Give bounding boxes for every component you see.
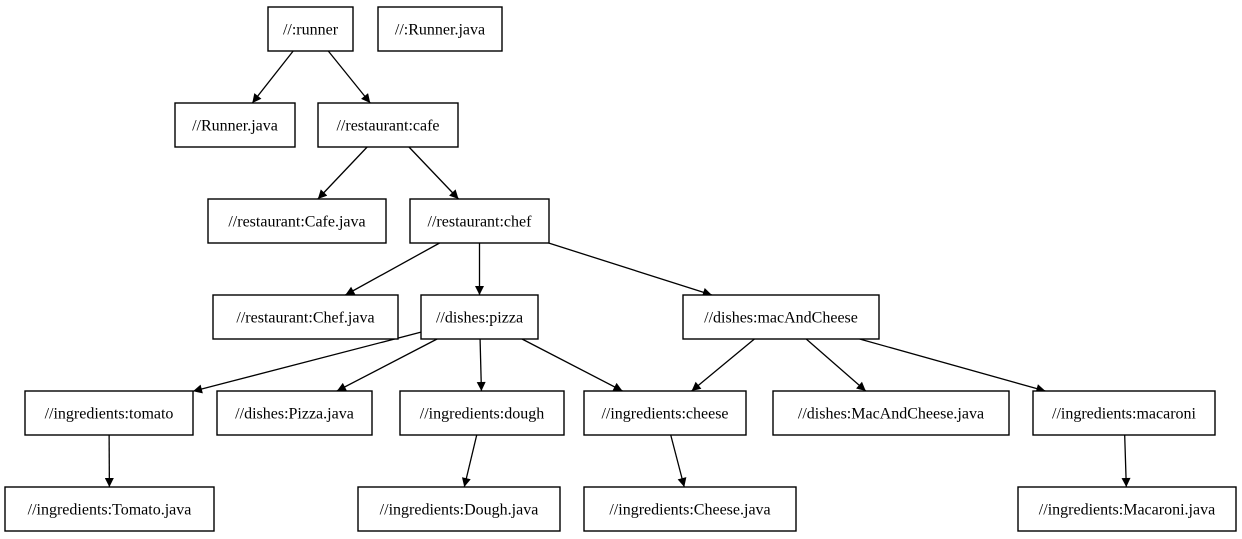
- graph-edge-macaroni-to-macaroni_java: [1121, 434, 1131, 488]
- graph-node-box-macaroni_java: [1017, 486, 1237, 532]
- graph-node-runner_java_top: //:Runner.java: [377, 6, 503, 52]
- graph-edge-pizza-to-cheese: [521, 338, 623, 392]
- graph-node-box-mac_java: [772, 390, 1010, 436]
- graph-edge-pizza-to-tomato: [192, 331, 422, 394]
- graph-node-box-runner_java: [174, 102, 296, 148]
- edges-layer: [104, 50, 1131, 488]
- graph-edge-mac_and_cheese-to-macaroni: [859, 338, 1046, 393]
- graph-node-label-runner_java: //Runner.java: [192, 118, 278, 135]
- graph-node-label-mac_and_cheese: //dishes:macAndCheese: [704, 310, 858, 327]
- graph-node-dough_java: //ingredients:Dough.java: [357, 486, 561, 532]
- graph-node-box-runner: [267, 6, 354, 52]
- graph-edge-pizza-to-pizza_java: [336, 338, 438, 392]
- graph-node-mac_and_cheese: //dishes:macAndCheese: [682, 294, 880, 340]
- graph-node-label-chef_java: //restaurant:Chef.java: [236, 310, 374, 327]
- graph-edge-mac_and_cheese-to-cheese: [691, 338, 755, 392]
- graph-node-label-cafe: //restaurant:cafe: [336, 118, 439, 135]
- graph-node-label-cheese: //ingredients:cheese: [601, 406, 728, 423]
- graph-node-label-mac_java: //dishes:MacAndCheese.java: [798, 406, 984, 423]
- graph-node-box-tomato: [24, 390, 194, 436]
- graph-node-dough: //ingredients:dough: [399, 390, 565, 436]
- graph-node-cheese: //ingredients:cheese: [583, 390, 747, 436]
- graph-node-box-dough_java: [357, 486, 561, 532]
- graph-node-box-cafe_java: [207, 198, 387, 244]
- graph-node-label-chef: //restaurant:chef: [428, 214, 533, 231]
- graph-node-cafe_java: //restaurant:Cafe.java: [207, 198, 387, 244]
- graph-edge-cafe-to-cafe_java: [317, 146, 368, 200]
- graph-node-pizza_java: //dishes:Pizza.java: [216, 390, 373, 436]
- graph-node-label-macaroni_java: //ingredients:Macaroni.java: [1039, 502, 1215, 519]
- graph-node-box-chef: [409, 198, 550, 244]
- graph-edge-runner-to-runner_java: [251, 50, 294, 104]
- graph-node-label-dough_java: //ingredients:Dough.java: [380, 502, 539, 519]
- graph-node-box-cafe: [317, 102, 459, 148]
- graph-node-chef_java: //restaurant:Chef.java: [212, 294, 399, 340]
- graph-node-box-macaroni: [1032, 390, 1216, 436]
- graph-node-runner_java: //Runner.java: [174, 102, 296, 148]
- graph-node-chef: //restaurant:chef: [409, 198, 550, 244]
- graph-edge-chef-to-chef_java: [345, 242, 440, 296]
- graph-node-label-cafe_java: //restaurant:Cafe.java: [228, 214, 365, 231]
- graph-node-box-tomato_java: [4, 486, 215, 532]
- graph-node-label-pizza: //dishes:pizza: [436, 310, 523, 327]
- graph-node-box-pizza: [420, 294, 539, 340]
- graph-node-box-runner_java_top: [377, 6, 503, 52]
- graph-node-cheese_java: //ingredients:Cheese.java: [583, 486, 797, 532]
- graph-node-box-pizza_java: [216, 390, 373, 436]
- graph-node-box-dough: [399, 390, 565, 436]
- graph-edge-runner-to-cafe: [327, 50, 371, 104]
- graph-node-macaroni_java: //ingredients:Macaroni.java: [1017, 486, 1237, 532]
- graph-node-label-runner_java_top: //:Runner.java: [395, 22, 485, 39]
- graph-edge-cheese-to-cheese_java: [670, 434, 687, 488]
- graph-node-runner: //:runner: [267, 6, 354, 52]
- graph-edge-chef-to-mac_and_cheese: [548, 242, 713, 297]
- graph-node-label-dough: //ingredients:dough: [420, 406, 544, 423]
- graph-node-mac_java: //dishes:MacAndCheese.java: [772, 390, 1010, 436]
- graph-node-box-chef_java: [212, 294, 399, 340]
- graph-node-label-cheese_java: //ingredients:Cheese.java: [609, 502, 770, 519]
- graph-edge-cafe-to-chef: [408, 146, 460, 200]
- graph-node-label-pizza_java: //dishes:Pizza.java: [235, 406, 354, 423]
- graph-edge-dough-to-dough_java: [461, 434, 478, 488]
- graph-node-label-macaroni: //ingredients:macaroni: [1052, 406, 1197, 423]
- graph-node-label-tomato_java: //ingredients:Tomato.java: [28, 502, 192, 519]
- graph-edge-pizza-to-dough: [476, 338, 486, 392]
- graph-node-tomato_java: //ingredients:Tomato.java: [4, 486, 215, 532]
- graph-node-pizza: //dishes:pizza: [420, 294, 539, 340]
- nodes-layer: //:runner //:Runner.java //Runner.java //re…: [4, 6, 1237, 532]
- graph-node-box-mac_and_cheese: [682, 294, 880, 340]
- graph-node-label-runner: //:runner: [283, 22, 339, 39]
- graph-node-box-cheese_java: [583, 486, 797, 532]
- graph-node-macaroni: //ingredients:macaroni: [1032, 390, 1216, 436]
- graph-node-box-cheese: [583, 390, 747, 436]
- graph-node-cafe: //restaurant:cafe: [317, 102, 459, 148]
- graph-edge-mac_and_cheese-to-mac_java: [805, 338, 867, 392]
- graph-node-tomato: //ingredients:tomato: [24, 390, 194, 436]
- graph-node-label-tomato: //ingredients:tomato: [45, 406, 174, 423]
